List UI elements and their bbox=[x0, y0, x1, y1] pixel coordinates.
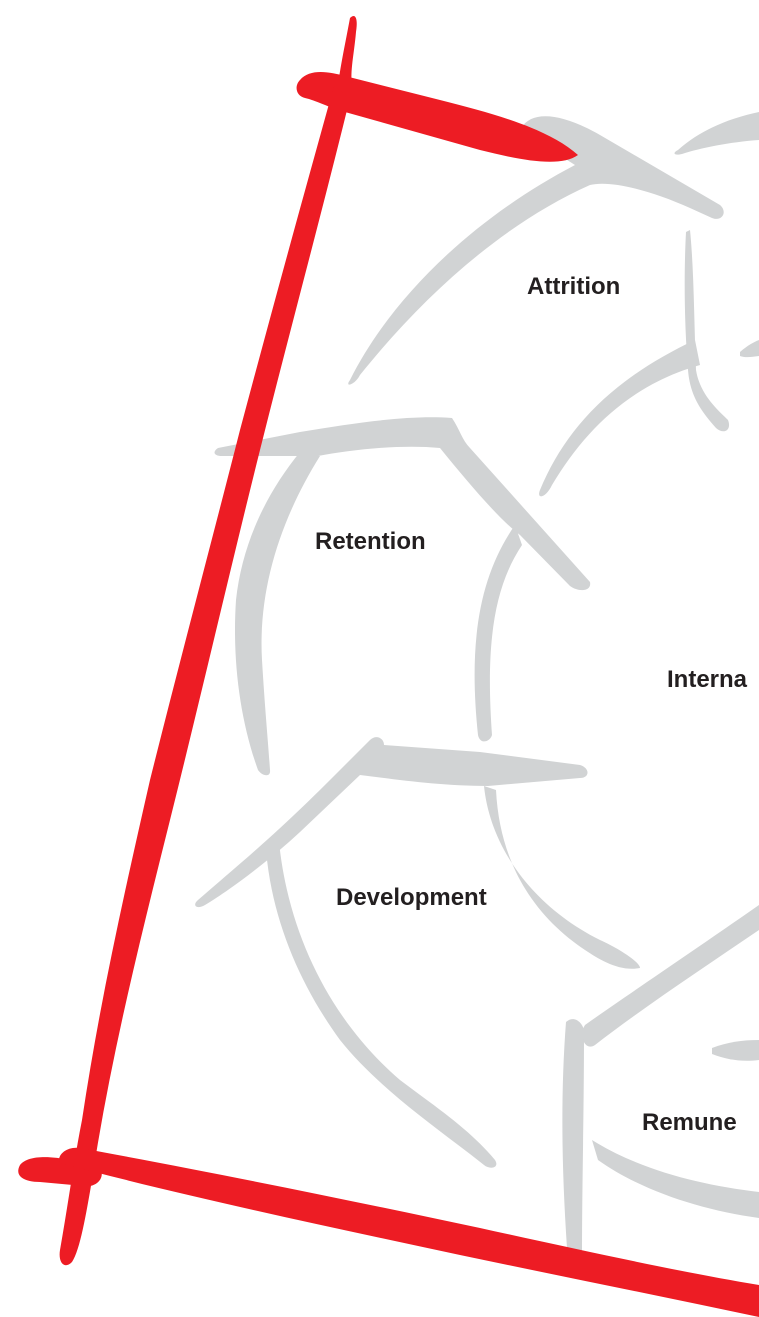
stage-label-retention: Retention bbox=[315, 528, 426, 555]
stage-label-remuneration: Remune bbox=[642, 1109, 737, 1136]
remuneration-bottom-arc bbox=[592, 1140, 759, 1218]
development-arrow-head bbox=[195, 737, 588, 908]
remuneration-left-stroke bbox=[562, 1019, 584, 1273]
stage-label-attrition: Attrition bbox=[527, 273, 621, 300]
cycle-arrows bbox=[195, 112, 759, 1273]
frame-bottom-edge bbox=[59, 1147, 759, 1317]
retention-arrow-head bbox=[214, 417, 591, 591]
retention-outer-arc bbox=[234, 452, 320, 776]
development-inner-arc bbox=[484, 786, 640, 969]
frame-left-edge bbox=[59, 86, 351, 1266]
frame-top-spike bbox=[338, 15, 357, 86]
stage-label-internal: Interna bbox=[667, 666, 748, 693]
development-outer-arc bbox=[266, 830, 497, 1168]
internal-top-stub bbox=[740, 340, 759, 358]
internal-inner-arc bbox=[539, 340, 700, 497]
frame-top-stroke bbox=[296, 72, 578, 162]
remuneration-arrow-head bbox=[582, 905, 759, 1047]
retention-inner-arc bbox=[474, 525, 522, 742]
attrition-right-stroke bbox=[684, 230, 730, 432]
stage-label-development: Development bbox=[336, 884, 487, 911]
red-frame bbox=[18, 15, 759, 1317]
remuneration-upper-arc bbox=[712, 1040, 759, 1061]
top-right-arc bbox=[674, 112, 759, 155]
attrition-arrow bbox=[348, 116, 724, 385]
